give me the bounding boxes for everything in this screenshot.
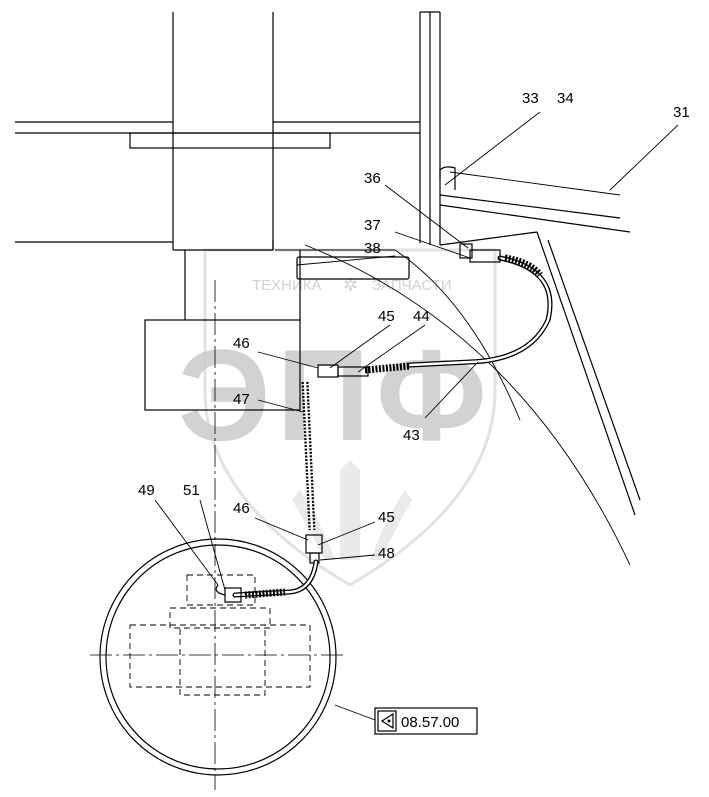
- reference-number: 08.57.00: [401, 714, 459, 731]
- watermark: ТЕХНИКА ✲ ЗАПЧАСТИ ЭПФ: [178, 248, 497, 587]
- callout-48: 48: [378, 545, 395, 562]
- callout-44: 44: [413, 308, 430, 325]
- callout-38: 38: [364, 240, 381, 257]
- callout-33: 33: [522, 90, 539, 107]
- leader-lines: [154, 111, 679, 721]
- callout-36: 36: [364, 170, 381, 187]
- watermark-text-right: ЗАПЧАСТИ: [372, 277, 452, 294]
- wheel: [90, 538, 345, 776]
- callout-37: 37: [364, 217, 381, 234]
- callout-47: 47: [233, 391, 250, 408]
- callout-45-upper: 45: [378, 308, 395, 325]
- frame-structure: [15, 11, 641, 790]
- callout-46-lower: 46: [233, 500, 250, 517]
- callout-43: 43: [403, 427, 420, 444]
- callout-46-upper: 46: [233, 335, 250, 352]
- callout-labels: 31 33 34 36 37 38 45 44 46 47 43 49 51 4…: [138, 90, 690, 562]
- watermark-gear-icon: ✲: [343, 275, 358, 295]
- reference-box: 08.57.00: [374, 707, 478, 735]
- arrow-left-icon: [380, 712, 394, 730]
- callout-31: 31: [673, 104, 690, 121]
- watermark-shield: [203, 248, 497, 587]
- hose-assembly: [215, 243, 553, 603]
- callout-34: 34: [557, 90, 574, 107]
- callout-51: 51: [183, 482, 200, 499]
- callout-49: 49: [138, 482, 155, 499]
- watermark-big-letters: ЭПФ: [178, 322, 493, 468]
- watermark-text-left: ТЕХНИКА: [252, 277, 322, 294]
- callout-45-lower: 45: [378, 509, 395, 526]
